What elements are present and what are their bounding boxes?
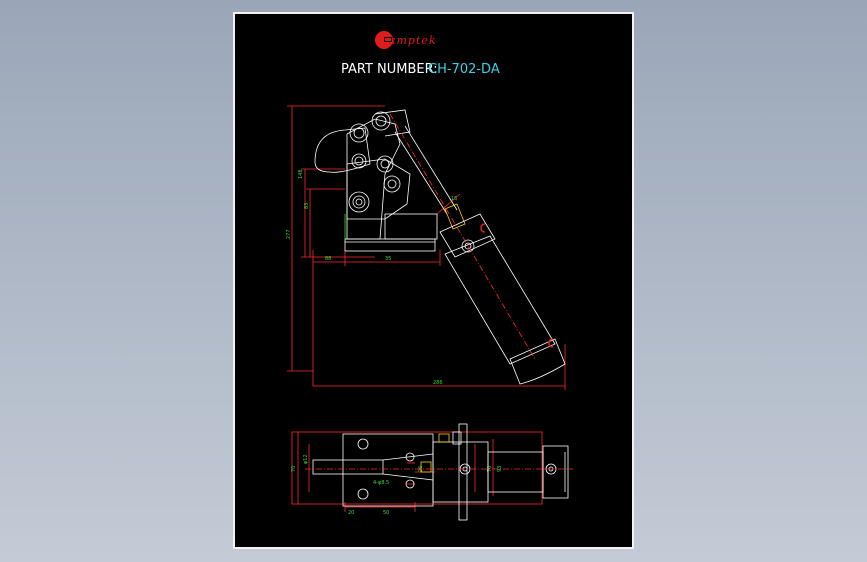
dim-top-small: φ12 <box>303 454 309 464</box>
side-view: 277 148 83 88 35 15 286 <box>286 105 566 390</box>
top-dimension-lines <box>291 431 543 512</box>
link-arm <box>394 125 458 215</box>
base-plate <box>344 213 438 252</box>
dim-overall-length: 286 <box>433 380 443 386</box>
cylinder-logo-marks <box>480 223 554 348</box>
dim-top-bottom-a: 20 <box>348 510 354 516</box>
dim-base-length: 35 <box>385 256 391 262</box>
rod-connector <box>444 203 466 230</box>
dim-top-holes: 4-φ8.5 <box>373 480 389 486</box>
dim-top-width-left: 70 <box>291 466 297 472</box>
dim-stroke-angle: 15 <box>451 196 457 202</box>
clamp-body <box>314 109 411 240</box>
dim-overall-height: 277 <box>286 229 292 239</box>
logo-mark <box>375 31 393 49</box>
top-outline <box>312 423 569 521</box>
air-cylinder <box>439 213 566 385</box>
dim-mid-height: 83 <box>304 203 310 209</box>
cad-drawing: 277 148 83 88 35 15 286 <box>286 31 573 521</box>
side-dimension-lines <box>287 105 566 390</box>
drawing-sheet: Clamptek PART NUMBER: CH-702-DA <box>233 12 634 549</box>
dim-left-offset: 88 <box>325 256 331 262</box>
dim-top-bottom-b: 50 <box>383 510 389 516</box>
top-accent <box>420 433 450 473</box>
centerline <box>389 113 536 360</box>
dim-upper-height: 148 <box>298 169 304 179</box>
part-number-value: CH-702-DA <box>428 62 500 77</box>
side-dimension-texts: 277 148 83 88 35 15 286 <box>286 169 457 386</box>
top-view: 70 φ12 26 70 93 20 50 4-φ8.5 <box>291 423 573 521</box>
part-number-label: PART NUMBER: <box>341 62 438 77</box>
